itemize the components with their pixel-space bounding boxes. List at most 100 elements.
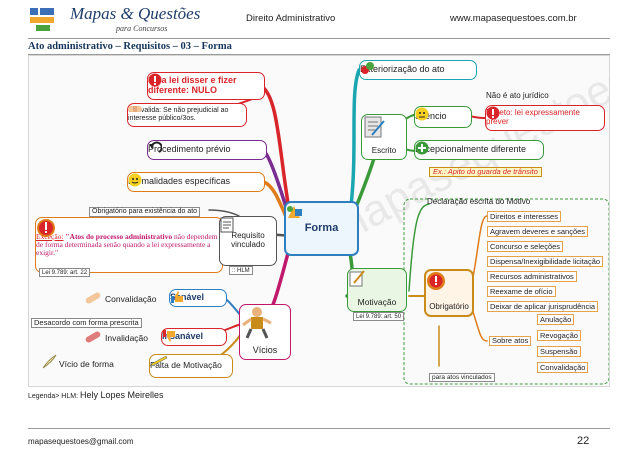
invalidacao-text: Invalidação xyxy=(105,333,149,343)
shapes-icon xyxy=(287,206,302,218)
node-formalidades[interactable]: Formalidades específicas xyxy=(127,172,265,192)
undo-arrow-icon xyxy=(149,141,162,153)
node-exteriorizacao[interactable]: Exteriorização do ato xyxy=(359,60,477,80)
motivacao-list-item: Direitos e interesses xyxy=(487,211,561,222)
node-excecao[interactable]: Exceção: "Atos do processo administrativ… xyxy=(35,217,223,273)
node-escrito[interactable]: Escrito xyxy=(361,114,407,160)
desacordo-text: Desacordo com forma prescrita xyxy=(31,318,142,329)
node-obrigatorio[interactable]: Obrigatório xyxy=(424,269,474,317)
hlm-tag: :: HLM xyxy=(229,266,253,275)
motivacao-list-item: Reexame de ofício xyxy=(487,286,556,297)
header-subject: Direito Administrativo xyxy=(246,13,336,24)
escrito-text: Escrito xyxy=(371,146,397,156)
atos-vinculados-tag: para atos vinculados xyxy=(429,373,495,382)
silencio-text: Silêncio xyxy=(415,111,447,122)
document-icon xyxy=(220,217,234,233)
header-rule xyxy=(28,38,610,39)
obrigatorio-existencia: Obrigatório para existência do ato xyxy=(89,207,201,217)
worker-icon xyxy=(242,307,272,339)
lei-50-tag: Lei 9.789: art. 50 xyxy=(353,312,405,321)
sobre-atos-list-item: Anulação xyxy=(537,314,575,325)
footer-email: mapasequestoes@gmail.com xyxy=(28,437,134,446)
node-requisito[interactable]: Requisito vinculado xyxy=(219,216,277,266)
thumbs-up-icon xyxy=(171,291,183,303)
alert-icon xyxy=(148,73,162,87)
excecao-lei-text: Exceto: lei expressamente prever xyxy=(486,108,580,126)
excecao-rest: não dependem de forma determinada senão … xyxy=(36,231,218,258)
exception-alert-icon-2 xyxy=(486,106,500,120)
writing-icon xyxy=(364,116,385,138)
node-nulo[interactable]: Se a lei disser e fizer diferente: NULO xyxy=(147,72,265,100)
obrigatorio-text: Obrigatório xyxy=(429,302,469,312)
nulo-text: Se a lei disser e fizer diferente: NULO xyxy=(148,75,237,95)
center-node-forma[interactable]: Forma xyxy=(284,201,359,256)
ball-icon xyxy=(361,62,374,74)
silent-face-icon xyxy=(415,107,429,121)
excecao-bold: "Atos do processo administrativo xyxy=(65,231,173,241)
page-header: Mapas & Questões para Concursos Direito … xyxy=(0,0,638,40)
header-site: www.mapasequestoes.com.br xyxy=(450,13,577,24)
excepcional-text: Excepcionalmente diferente xyxy=(415,144,527,155)
convalida-text: Convalida: Se não prejudicial ao interes… xyxy=(128,107,229,122)
logo-icon xyxy=(30,8,54,31)
sanavel-text: Sanável xyxy=(170,292,205,303)
lei-22-tag: Lei 9.789: art. 22 xyxy=(39,268,91,277)
exteriorizacao-text: Exteriorização do ato xyxy=(360,64,445,75)
node-falta-motivacao[interactable]: Falta de Motivação xyxy=(149,354,233,378)
title-rule xyxy=(28,54,610,55)
apito-text: Ex.: Apito do guarda de trânsito xyxy=(429,167,542,178)
invalidacao-bandage-icon xyxy=(85,331,101,343)
node-excepcional[interactable]: Excepcionalmente diferente xyxy=(414,140,544,160)
motivacao-list-item: Deixar de aplicar jurisprudência xyxy=(487,301,599,312)
convalidacao-text: Convalidação xyxy=(105,294,157,304)
pencil-icon xyxy=(150,355,168,367)
legend: Legenda> HLM: Hely Lopes Meirelles xyxy=(28,390,164,400)
node-vicios[interactable]: Vícios xyxy=(239,304,291,360)
sobre-atos-text: Sobre atos xyxy=(489,336,532,347)
vicios-text: Vícios xyxy=(252,345,278,356)
sobre-atos-list-item: Revogação xyxy=(537,330,581,341)
declaracao-text: Declaração escrita do Motivo xyxy=(427,197,531,206)
node-sanavel[interactable]: Sanável xyxy=(169,289,227,307)
quill-icon xyxy=(42,354,57,369)
node-motivacao[interactable]: Motivação xyxy=(347,268,407,312)
falta-text: Falta de Motivação xyxy=(150,360,222,371)
center-label: Forma xyxy=(304,222,339,235)
legend-label: Legenda> xyxy=(28,393,60,400)
brand-subtitle: para Concursos xyxy=(116,24,168,33)
motivacao-text: Motivação xyxy=(357,296,397,307)
vicio-text: Vício de forma xyxy=(59,359,114,369)
node-excecao-lei[interactable]: Exceto: lei expressamente prever xyxy=(485,105,605,131)
nao-juridico-text: Não é ato jurídico xyxy=(486,91,549,100)
node-silencio[interactable]: Silêncio xyxy=(414,106,472,128)
sobre-atos-list-item: Suspensão xyxy=(537,346,581,357)
motivacao-list-item: Concurso e seleções xyxy=(487,241,564,252)
motivacao-list-item: Agravem deveres e sanções xyxy=(487,226,589,237)
excecao-text: Exceção: "Atos do processo administrativ… xyxy=(36,231,222,258)
node-insanavel[interactable]: Insanável xyxy=(161,328,227,346)
procedimento-text: Procedimento prévio xyxy=(148,144,231,155)
pen-paper-icon xyxy=(349,270,365,287)
page-title: Ato administrativo – Requisitos – 03 – F… xyxy=(28,41,232,52)
plus-icon xyxy=(415,141,429,155)
convalidacao-bandage-icon xyxy=(85,292,101,304)
node-convalida[interactable]: Convalida: Se não prejudicial ao interes… xyxy=(127,103,247,127)
formalidades-text: Formalidades específicas xyxy=(128,176,231,187)
obrigatorio-alert-icon xyxy=(427,272,445,290)
legend-name: Hely Lopes Meirelles xyxy=(79,390,164,400)
bandage-icon xyxy=(128,106,142,112)
page-number: 22 xyxy=(577,435,590,447)
legend-abbr: HLM: xyxy=(61,393,79,400)
footer-rule xyxy=(28,428,610,429)
motivacao-list-item: Dispensa/Inexigibilidade licitação xyxy=(487,256,604,267)
node-procedimento[interactable]: Procedimento prévio xyxy=(147,140,267,160)
brand-name: Mapas & Questões xyxy=(70,4,201,23)
smiley-icon xyxy=(128,173,142,187)
thumbs-down-icon xyxy=(163,330,175,342)
exception-alert-icon xyxy=(37,219,55,237)
mind-map: mapasequestoes xyxy=(28,55,610,387)
insanavel-text: Insanável xyxy=(162,331,204,342)
motivacao-list-item: Recursos administrativos xyxy=(487,271,577,282)
requisito-text: Requisito vinculado xyxy=(231,231,265,249)
sobre-atos-list-item: Convalidação xyxy=(537,362,589,373)
